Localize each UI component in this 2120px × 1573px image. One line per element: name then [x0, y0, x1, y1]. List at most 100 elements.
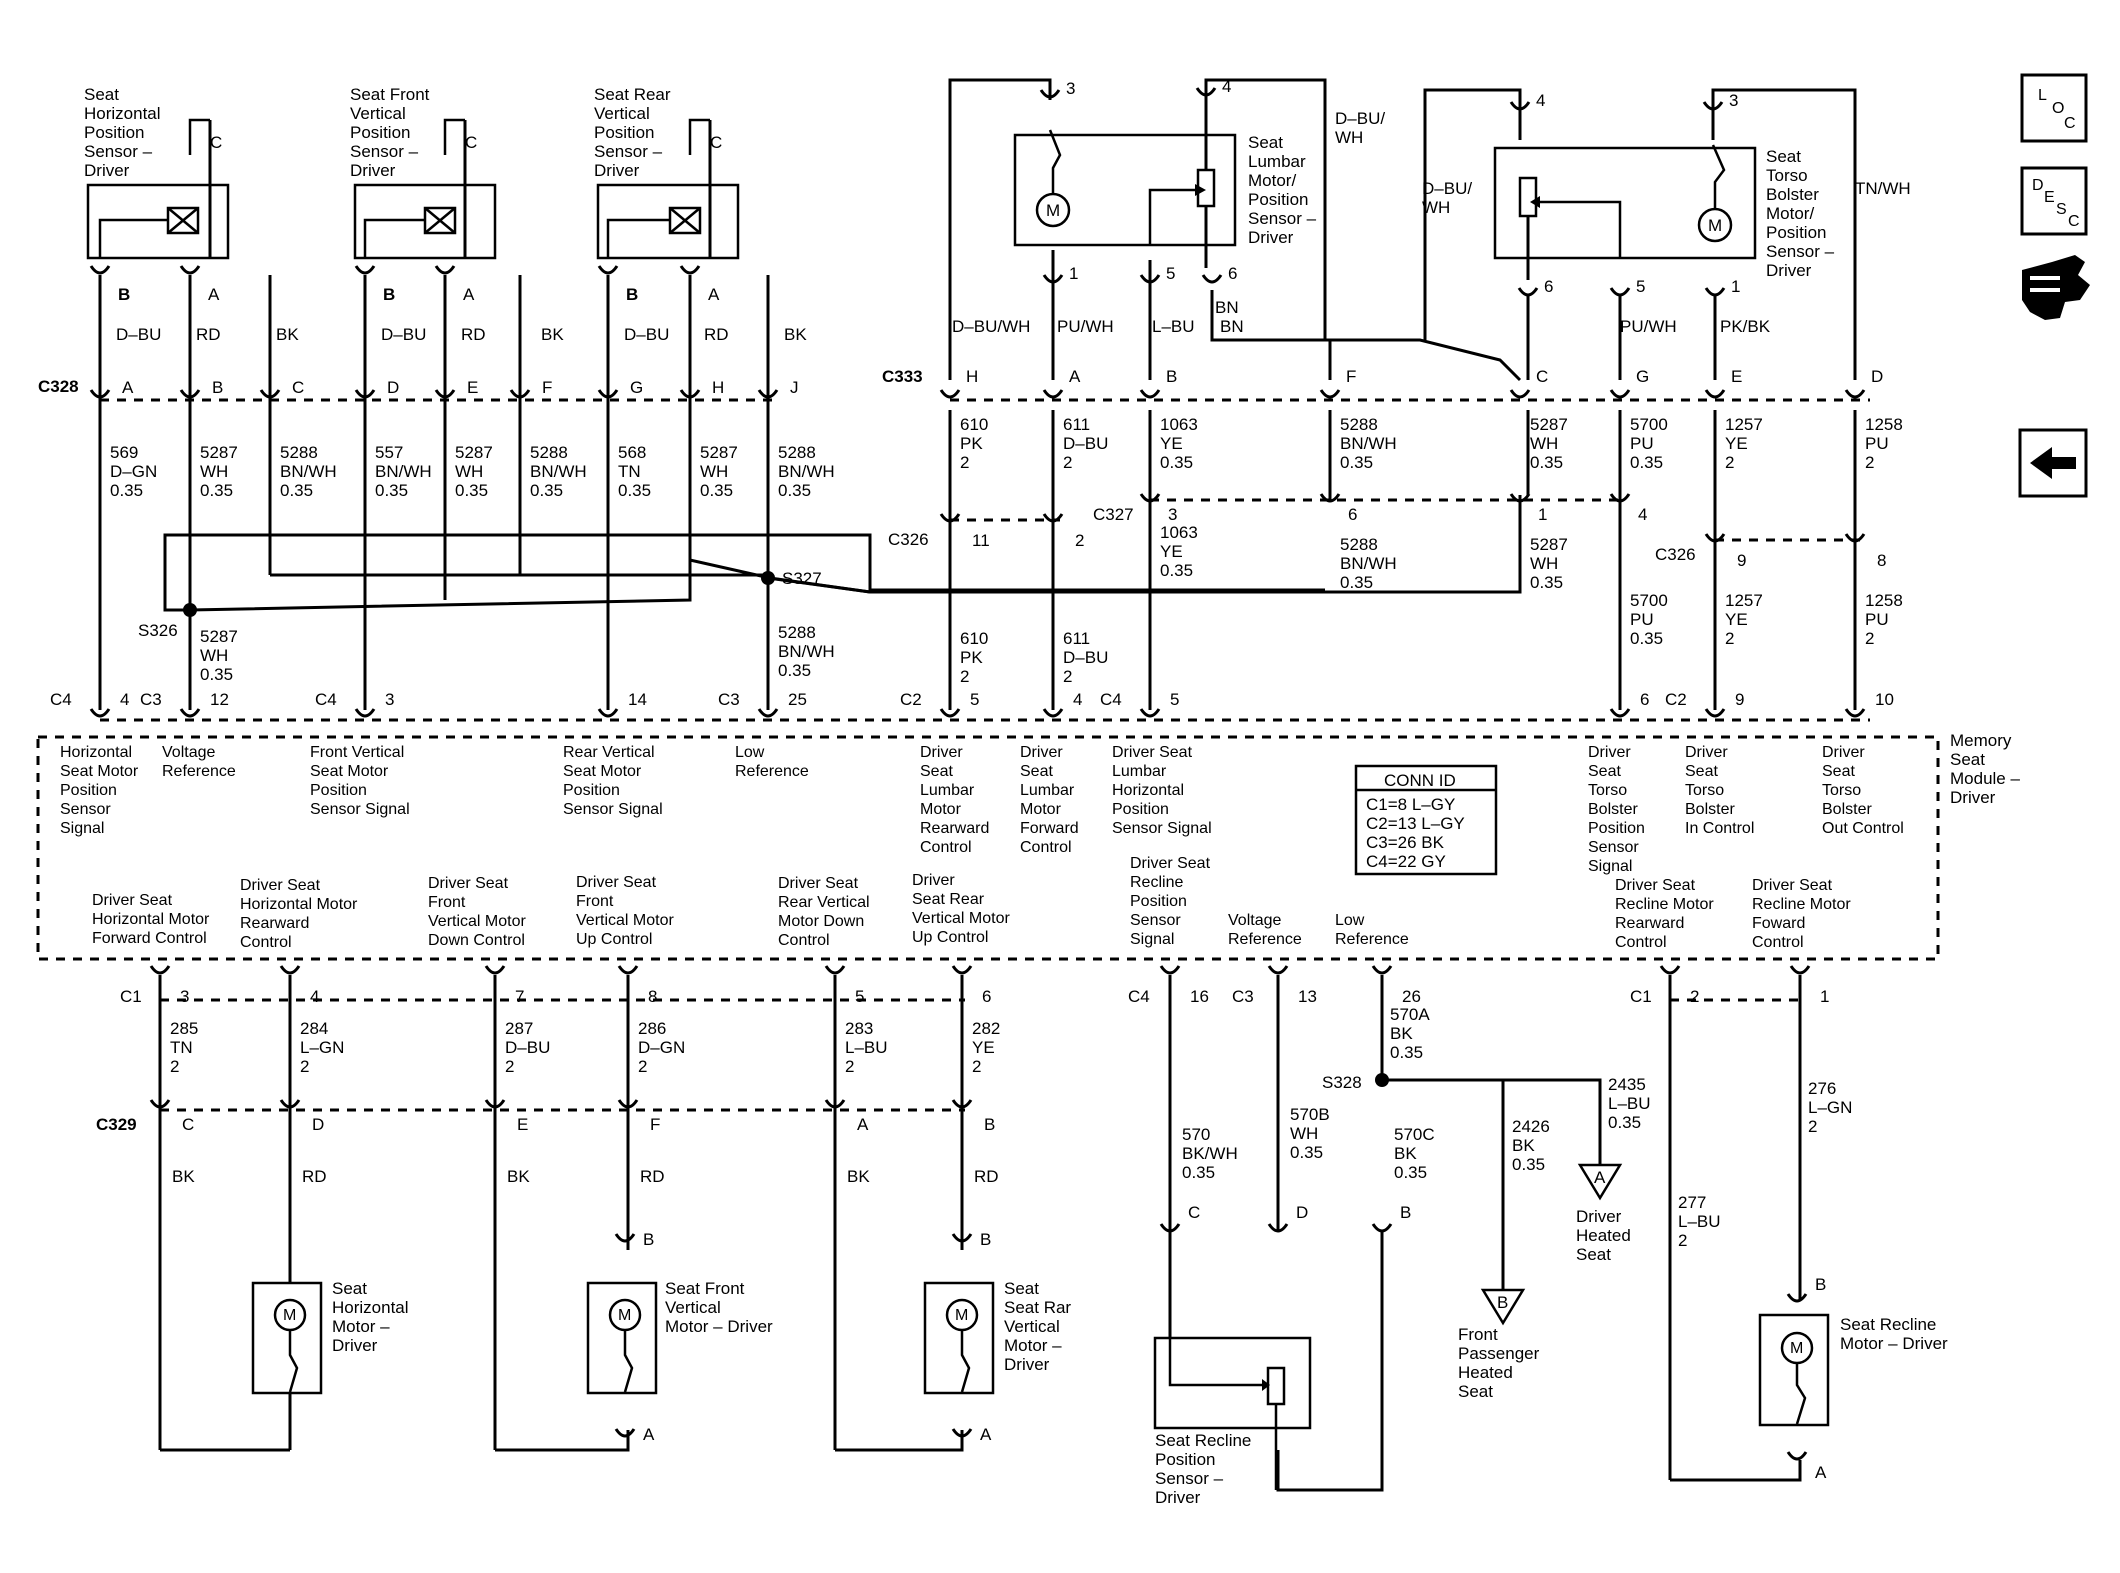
conn-id-row-4: C4=22 GY [1366, 852, 1446, 871]
c326-pin-2: 9 [1737, 551, 1746, 570]
module-bottom-terminal-7 [1267, 965, 1289, 975]
c1-label-right: C1 [1630, 987, 1652, 1006]
c1-label-left: C1 [120, 987, 142, 1006]
c333-terminal-0 [939, 389, 961, 399]
sensor-2-wire-color-2: BK [784, 325, 807, 344]
lumbar-wiring [948, 78, 1522, 710]
svg-text:M: M [1790, 1340, 1803, 1357]
c329-pin-0: C [182, 1115, 194, 1134]
c329-terminal-4 [824, 1099, 846, 1109]
svg-text:M: M [955, 1307, 968, 1324]
module-bottom-terminal-4 [824, 965, 846, 975]
lumbar-terminal-2 [1042, 274, 1064, 284]
loc-icon[interactable]: L O C [2020, 73, 2088, 143]
module-top-pin-4: 25 [788, 690, 807, 709]
sensor-1-terminal-a [434, 265, 456, 275]
c333-pin-6: E [1731, 367, 1742, 386]
c329-wire-color-3: RD [640, 1167, 665, 1186]
c333-wire-color-4: PU/WH [1620, 317, 1677, 336]
sensor-0-pin-a: A [208, 285, 220, 304]
motor-pin-0: B [643, 1230, 654, 1249]
c327-terminal-3 [1609, 493, 1631, 503]
sensor-1-terminal-b [354, 265, 376, 275]
module-top-terminal-5 [939, 708, 961, 718]
c329-terminal-1 [279, 1099, 301, 1109]
c326-terminal-0 [939, 513, 961, 523]
svg-text:M: M [1046, 201, 1060, 220]
module-bottom-pin-0: 3 [180, 987, 189, 1006]
torso-terminal-4 [1704, 287, 1726, 297]
c328-pin-2: C [292, 378, 304, 397]
sensor-0-terminal-a [179, 265, 201, 275]
sensor-2-pin-c: C [710, 133, 722, 152]
motor-pin-2: B [980, 1230, 991, 1249]
c333-terminal-2 [1139, 389, 1161, 399]
c333-wire-color-3: BN [1220, 317, 1244, 336]
sensor-0-wire-color-2: BK [276, 325, 299, 344]
c333-terminal-1 [1042, 389, 1064, 399]
c329-pin-3: F [650, 1115, 660, 1134]
motor-pin-terminal-2 [951, 1233, 973, 1243]
c329-terminal-2 [484, 1099, 506, 1109]
desc-letter-d: D [2032, 177, 2044, 194]
c333-terminal-7 [1844, 389, 1866, 399]
recline-sensor-terminal-0 [1159, 1223, 1181, 1233]
desc-icon[interactable]: D E S C [2020, 166, 2088, 236]
recline-motor-terminal-b [1786, 1293, 1808, 1303]
c333-wire-color-5: PK/BK [1720, 317, 1771, 336]
sensor-0-terminal-b [89, 265, 111, 275]
c329-wire-color-1: RD [302, 1167, 327, 1186]
lumbar-bn-wire: BN [1215, 298, 1239, 317]
c333-pin-5: G [1636, 367, 1649, 386]
module-bottom-terminal-5 [951, 965, 973, 975]
module-bottom-pin-7: 13 [1298, 987, 1317, 1006]
module-top-terminal-3 [597, 708, 619, 718]
module-top-pin-2: 3 [385, 690, 394, 709]
c328-pin-1: B [212, 378, 223, 397]
lumbar-terminal-1 [1195, 87, 1217, 97]
splice-network: S326 S327 [138, 405, 1522, 710]
sensor-0-pin-b: B [118, 285, 130, 304]
c327-pin-3: 4 [1638, 505, 1647, 524]
conn-id-row-3: C3=26 BK [1366, 833, 1445, 852]
connector-tool-icon[interactable] [2022, 255, 2090, 320]
module-top-pin-3: 14 [628, 690, 647, 709]
module-top-conn-7: C4 [1100, 690, 1122, 709]
c328-terminal-5 [509, 389, 531, 399]
recline-motor-pin-b: B [1815, 1275, 1826, 1294]
module-bottom-terminal-10 [1789, 965, 1811, 975]
desc-letter-s: S [2056, 201, 2067, 218]
c328-terminal-1 [179, 389, 201, 399]
module-bottom-pin-10: 1 [1820, 987, 1829, 1006]
torso-terminal-3 [1609, 287, 1631, 297]
sensor-1-pin-c: C [465, 133, 477, 152]
back-arrow-icon[interactable] [2018, 428, 2088, 498]
module-bottom-pin-5: 6 [982, 987, 991, 1006]
c328-pin-4: E [467, 378, 478, 397]
